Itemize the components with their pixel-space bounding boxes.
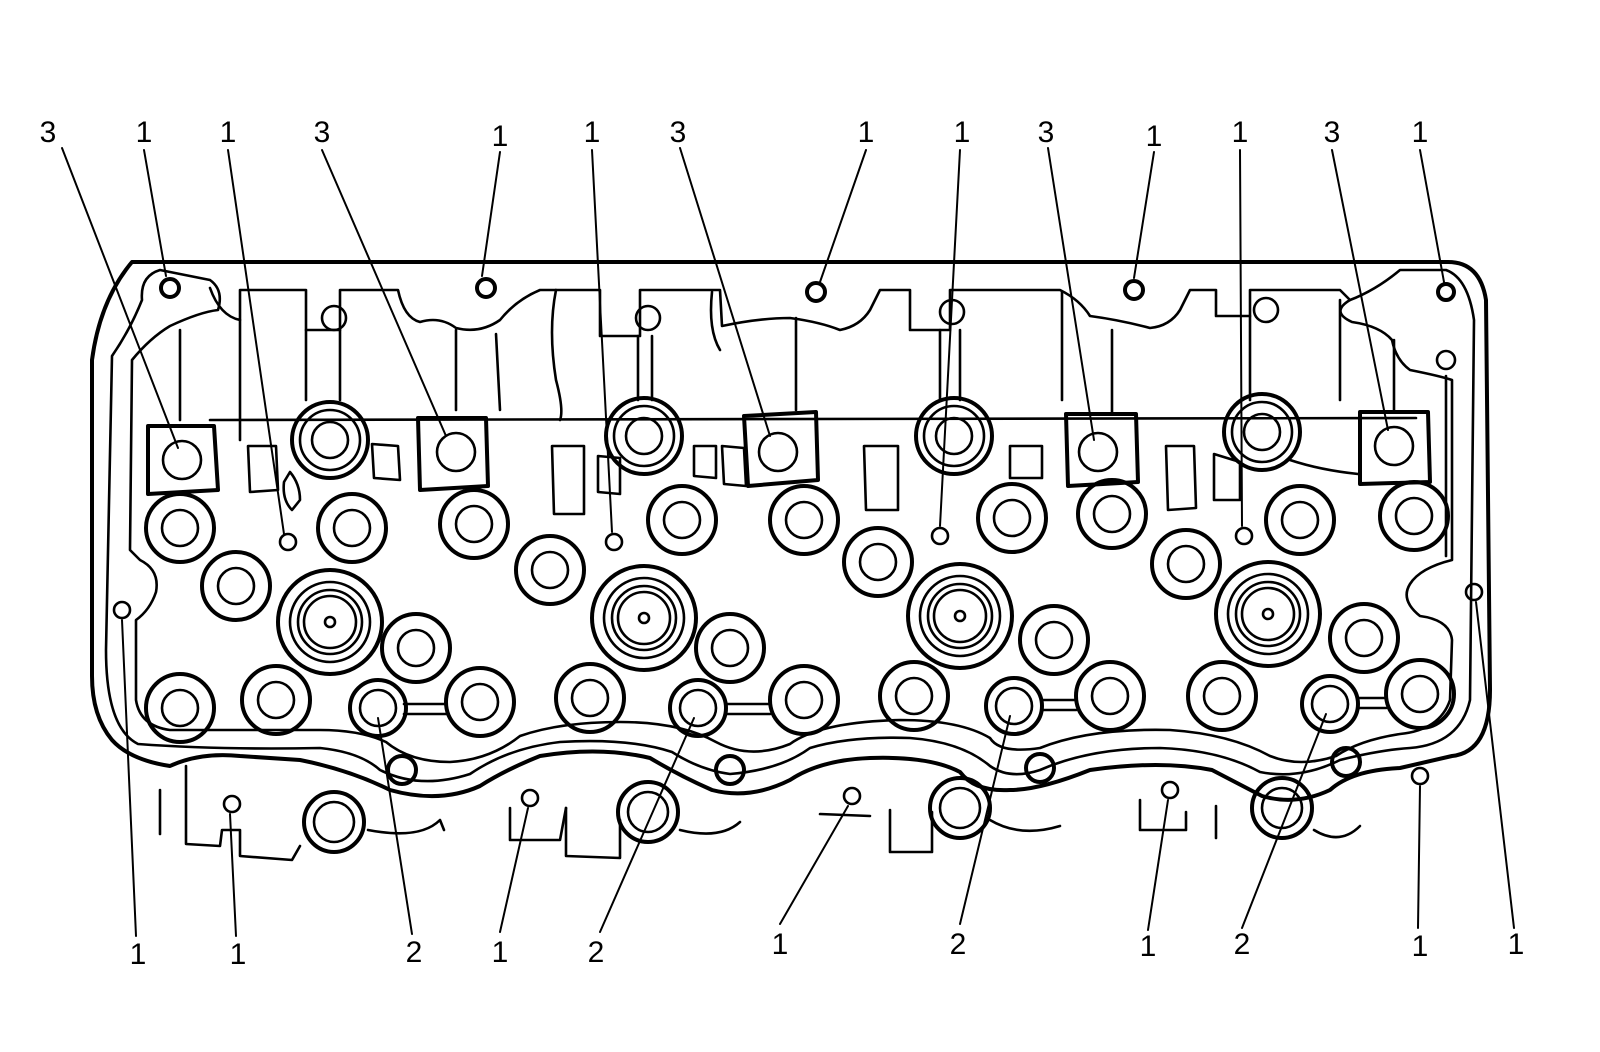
callout-label: 1 <box>1232 116 1249 149</box>
top-bolt-holes <box>159 277 1457 371</box>
callout-label: 1 <box>492 120 509 153</box>
callout-label: 1 <box>954 116 971 149</box>
callout-label: 1 <box>492 936 509 969</box>
injector-bores <box>276 560 1322 676</box>
callout-label: 1 <box>230 938 247 971</box>
callout-label: 3 <box>1038 116 1055 149</box>
callout-label: 1 <box>1412 116 1429 149</box>
valve-seats <box>144 478 1456 744</box>
callout-label: 1 <box>130 938 147 971</box>
callout-label: 1 <box>136 116 153 149</box>
callout-label: 1 <box>1412 930 1429 963</box>
injector-bosses <box>146 410 1432 496</box>
callout-label: 1 <box>220 116 237 149</box>
callout-label: 1 <box>1146 120 1163 153</box>
callout-label: 2 <box>406 936 423 969</box>
head-top-edge <box>208 286 1448 558</box>
coolant-holes <box>112 526 1484 620</box>
callout-label: 3 <box>40 116 57 149</box>
callout-label: 3 <box>1324 116 1341 149</box>
callout-label: 1 <box>584 116 601 149</box>
port-slots <box>246 442 1360 516</box>
callout-label: 3 <box>670 116 687 149</box>
gasket-outline <box>90 260 1492 802</box>
head-bottom-edge <box>158 746 1430 862</box>
vertical-rails <box>178 314 1418 422</box>
callout-label: 1 <box>1140 930 1157 963</box>
callout-label: 2 <box>588 936 605 969</box>
callout-labels: 3 1 1 3 1 1 3 1 1 3 1 1 3 1 1 1 2 1 2 1 … <box>40 116 1525 971</box>
callout-label: 1 <box>1508 928 1525 961</box>
callout-label: 2 <box>950 928 967 961</box>
callout-label: 1 <box>772 928 789 961</box>
callout-label: 2 <box>1234 928 1251 961</box>
callout-label: 3 <box>314 116 331 149</box>
callout-label: 1 <box>858 116 875 149</box>
leader-lines <box>61 147 1515 937</box>
glow-plug-bosses <box>348 674 1388 738</box>
